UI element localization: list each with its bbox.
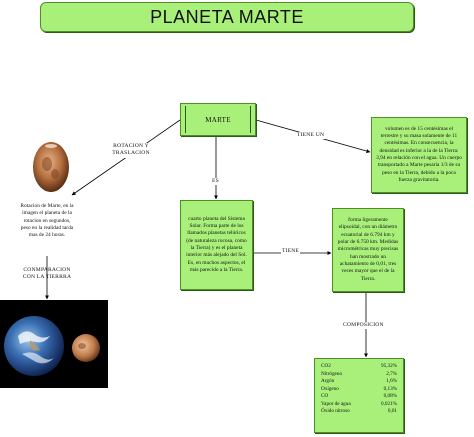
node-shape-text: forma ligeramente elipsoidal, con un diá…: [337, 217, 399, 282]
node-gravity-text: volumen es de 15 centésimas el terrestre…: [376, 125, 462, 183]
node-planet-text: cuarto planeta del Sistema Solar. Forma …: [186, 215, 247, 273]
label-composicion: COMPOSICION: [342, 322, 385, 330]
label-tiene-un: TIENE UN: [296, 132, 326, 140]
mars-caption: Rotacion de Marte, en la imagen el plane…: [20, 203, 74, 239]
page-title: PLANETA MARTE: [40, 2, 414, 32]
label-tiene: TIENE: [281, 248, 301, 256]
label-rotacion: ROTACION Y TRASLACION: [108, 143, 154, 158]
label-comparacion: CONMPARACION CON LA TIERRRA: [22, 267, 72, 281]
label-es: ES: [211, 178, 220, 186]
node-shape[interactable]: forma ligeramente elipsoidal, con un diá…: [332, 208, 404, 292]
mars-rotation-image: [33, 142, 69, 192]
node-marte[interactable]: MARTE: [180, 103, 256, 136]
node-planet[interactable]: cuarto planeta del Sistema Solar. Forma …: [180, 200, 253, 290]
node-gravity[interactable]: volumen es de 15 centésimas el terrestre…: [371, 117, 467, 193]
earth-mars-comparison-image: [0, 300, 108, 388]
